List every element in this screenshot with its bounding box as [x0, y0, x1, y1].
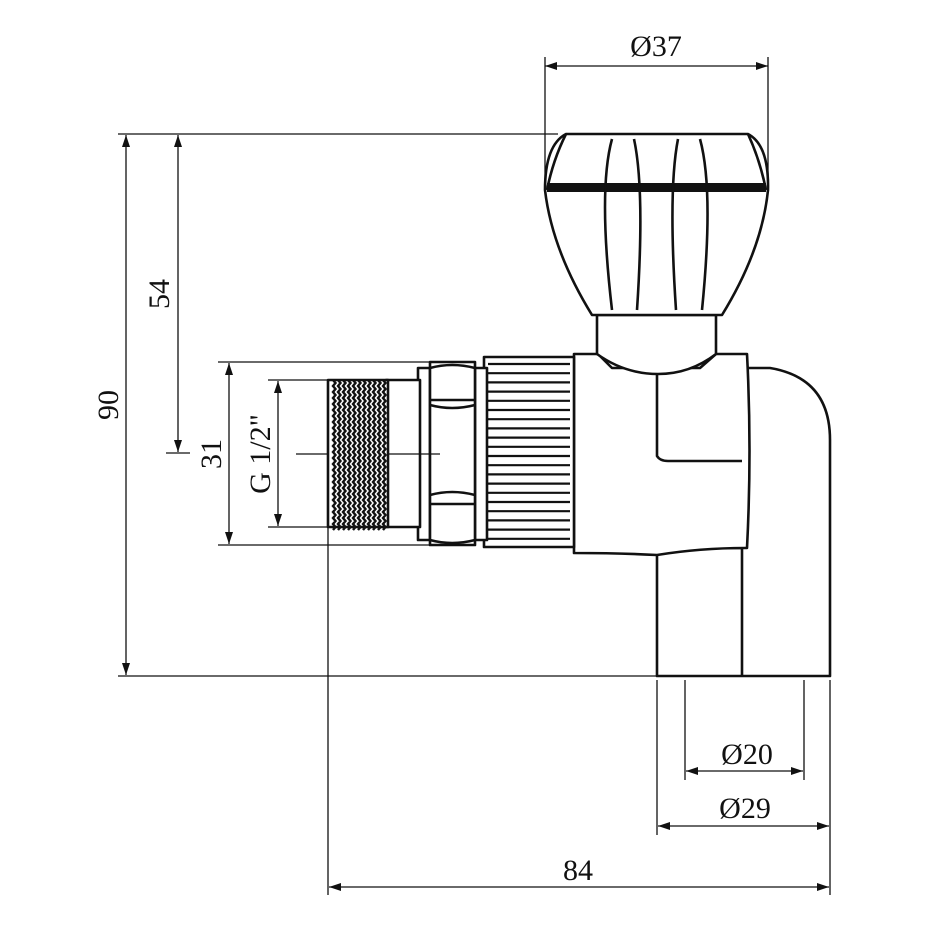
label-thread-type: G 1/2"	[244, 414, 277, 494]
knurled-union-ring	[482, 355, 576, 549]
label-total-length: 84	[563, 854, 593, 887]
thread-line	[371, 379, 378, 531]
hex-nut	[416, 360, 489, 547]
external-thread	[326, 378, 390, 531]
thread-lines	[331, 379, 388, 531]
thread-line	[341, 379, 348, 531]
thread-line	[366, 379, 373, 531]
label-socket-outer-diameter: Ø29	[719, 792, 771, 825]
tailpiece	[296, 378, 440, 529]
valve-drawing	[296, 132, 832, 678]
thread-line	[361, 379, 368, 531]
label-knob-diameter: Ø37	[630, 30, 682, 63]
label-socket-inner-diameter: Ø20	[721, 738, 773, 771]
thread-line	[356, 379, 363, 531]
thread-line	[331, 379, 338, 531]
valve-knob	[543, 132, 770, 317]
dimension-lines	[122, 62, 829, 891]
dimension-labels: Ø37 90 54 31 G 1/2" Ø20 Ø29 84	[92, 30, 773, 887]
knurl-lines	[488, 362, 570, 540]
valve-stem	[595, 313, 718, 376]
thread-line	[346, 379, 353, 531]
valve-body	[572, 352, 751, 557]
label-axis-height: 54	[143, 279, 176, 309]
label-thread-size: 31	[195, 439, 228, 469]
thread-line	[381, 379, 388, 531]
thread-line	[351, 379, 358, 531]
label-total-height: 90	[92, 390, 125, 420]
thread-line	[336, 379, 343, 531]
thread-line	[376, 379, 383, 531]
extension-lines	[118, 57, 831, 895]
